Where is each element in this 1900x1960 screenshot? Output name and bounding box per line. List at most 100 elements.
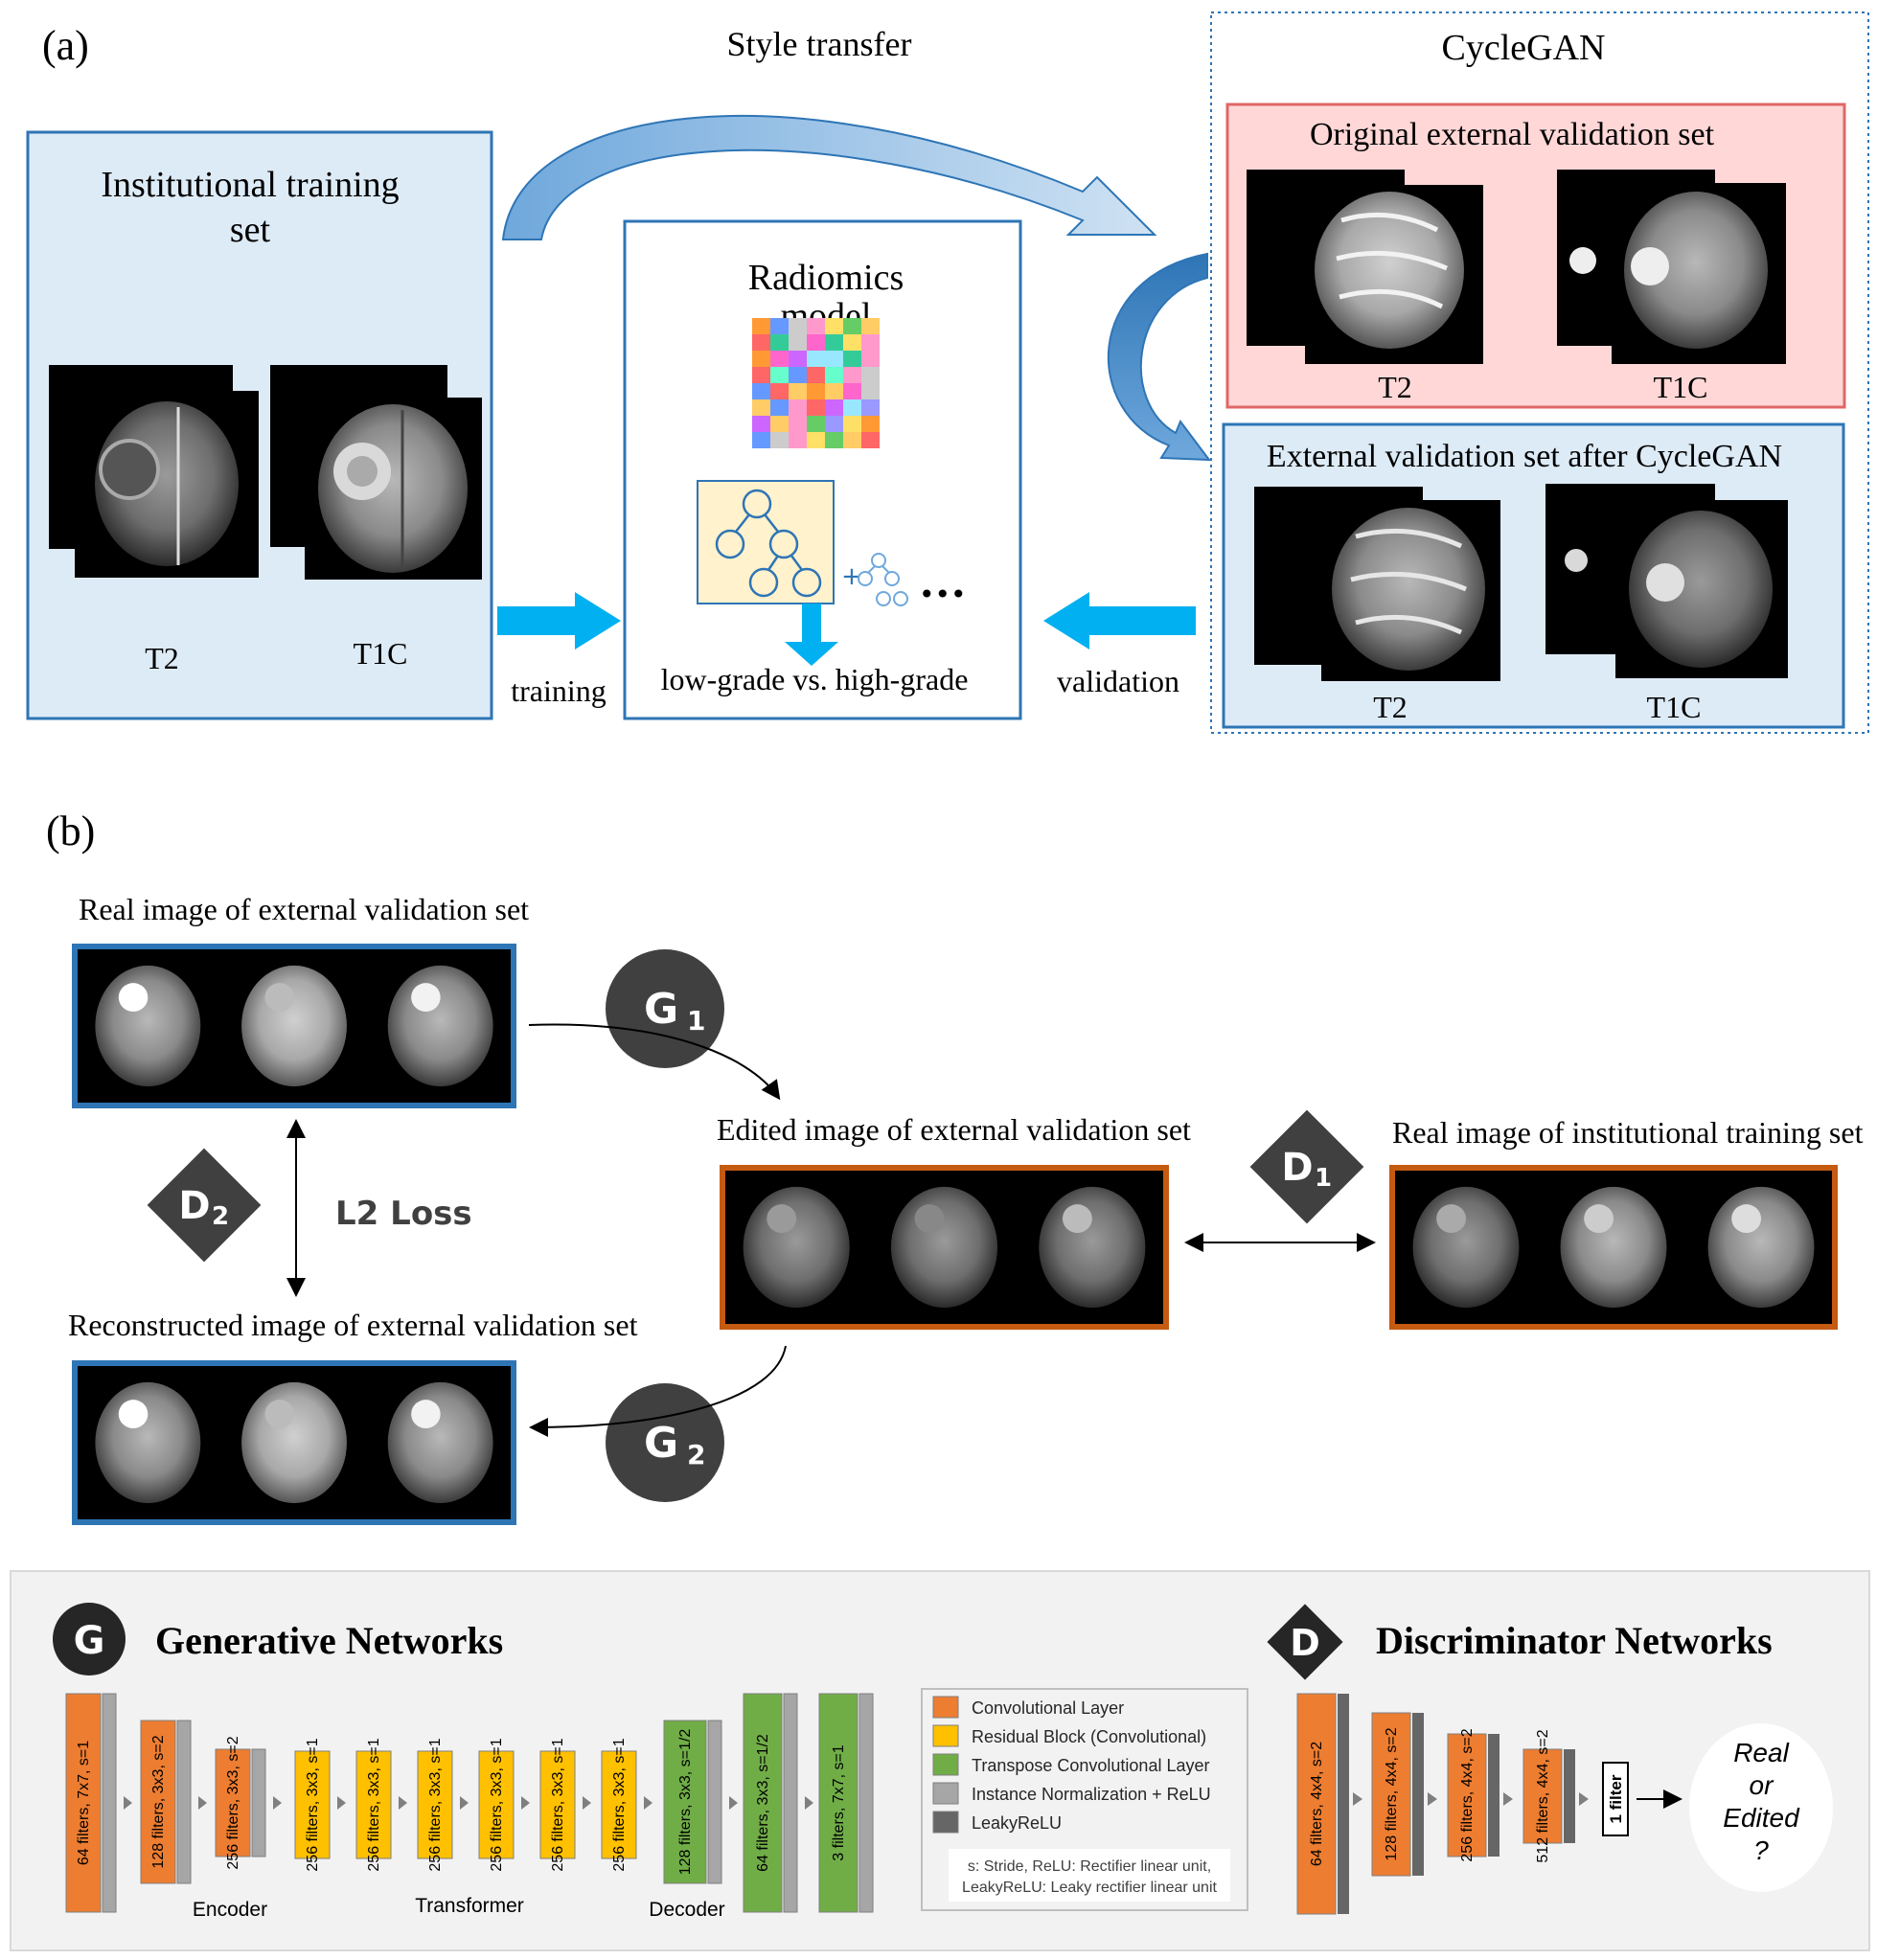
generator-layer-label: 128 filters, 3x3, s=2: [150, 1735, 167, 1868]
feature-cell: [861, 351, 880, 367]
generator-layer-tconv: [743, 1693, 783, 1913]
legend-swatch: [932, 1724, 959, 1747]
d1-letter: D: [1281, 1146, 1313, 1190]
generator-layer-label: 256 filters, 3x3, s=1: [489, 1738, 505, 1871]
feature-cell: [770, 383, 789, 399]
verdict-edited: Edited: [1723, 1803, 1800, 1833]
feature-cell: [861, 432, 880, 448]
norm-relu-bar: [251, 1748, 266, 1857]
legend-note-1: s: Stride, ReLU: Rectifier linear unit,: [968, 1858, 1211, 1875]
feature-matrix: [752, 318, 880, 448]
training-t2-label: T2: [145, 641, 179, 675]
panel-a-label: (a): [42, 22, 89, 69]
generator-layer-label: 64 filters, 7x7, s=1: [76, 1741, 92, 1865]
radiomics-model-title: Radiomics: [748, 258, 904, 298]
generator-layer-res: [601, 1750, 637, 1859]
brain-slice: [1412, 1186, 1520, 1309]
discriminator-layer: [1447, 1733, 1487, 1857]
generator-layer-label: 64 filters, 3x3, s=1/2: [755, 1734, 771, 1872]
after-t1c-mri: [1545, 484, 1788, 678]
decision-tree-icon: [715, 489, 822, 598]
feature-cell: [752, 399, 770, 416]
feature-cell: [843, 367, 861, 383]
style-transfer-arrow: [501, 115, 1157, 240]
feature-cell: [752, 318, 770, 334]
feature-cell: [861, 383, 880, 399]
generator-layer-label: 256 filters, 3x3, s=1: [366, 1738, 382, 1871]
generator-layer-res: [417, 1750, 453, 1859]
cyclegan-title: CycleGAN: [1442, 28, 1606, 68]
feature-cell: [752, 351, 770, 367]
after-cyclegan-title: External validation set after CycleGAN: [1267, 439, 1782, 474]
legend-label: LeakyReLU: [972, 1813, 1062, 1833]
discriminator-layer-label: 128 filters, 4x4, s=2: [1384, 1727, 1400, 1860]
feature-cell: [807, 367, 825, 383]
brain-slice: [890, 1186, 998, 1309]
lesion: [1062, 1204, 1092, 1234]
discriminator-networks-title: Discriminator Networks: [1376, 1619, 1773, 1662]
feature-cell: [843, 432, 861, 448]
original-t1c-mri: [1557, 170, 1786, 364]
plus-icon: +: [841, 562, 862, 591]
outcome-label: low-grade vs. high-grade: [661, 662, 969, 696]
feature-cell: [861, 399, 880, 416]
discriminator-d2-node: [147, 1148, 262, 1263]
after-t2-label: T2: [1373, 690, 1408, 724]
flow-arrow: [729, 1796, 738, 1810]
feature-cell: [807, 334, 825, 351]
feature-cell: [770, 351, 789, 367]
feature-cell: [843, 383, 861, 399]
generator-layer-stack: 64 filters, 7x7, s=1 128 filters, 3x3, s=…: [65, 1693, 874, 1913]
lesion: [411, 1400, 441, 1429]
flow-arrow: [337, 1796, 346, 1810]
norm-relu-bar: [176, 1720, 192, 1884]
feature-cell: [752, 367, 770, 383]
leaky-relu-bar: [1412, 1713, 1424, 1876]
validation-arrow: [1043, 592, 1196, 650]
feature-cell: [789, 383, 807, 399]
feature-cell: [789, 399, 807, 416]
edited-external-images: [720, 1165, 1169, 1330]
generator-layer-res: [355, 1750, 392, 1859]
generator-layer-res: [294, 1750, 331, 1859]
real-external-title: Real image of external validation set: [79, 892, 529, 926]
feature-cell: [843, 416, 861, 432]
lesion: [118, 1400, 149, 1429]
cyclegan-transform-arrow: [1107, 252, 1212, 462]
d1-subscript: 1: [1315, 1164, 1332, 1193]
legend-note-box: [949, 1849, 1230, 1902]
ellipsis: •••: [919, 579, 967, 610]
d2-subscript: 2: [212, 1202, 229, 1231]
flow-arrow: [644, 1796, 652, 1810]
decision-tree-card: [697, 480, 835, 604]
generator-layer-tconv: [663, 1720, 707, 1884]
lesion: [1584, 1204, 1614, 1234]
validation-label: validation: [1057, 664, 1179, 698]
transformer-label: Transformer: [415, 1895, 524, 1917]
feature-cell: [807, 351, 825, 367]
brain-slice: [95, 1381, 201, 1504]
feature-cell: [843, 399, 861, 416]
flow-arrow: [1503, 1792, 1513, 1806]
verdict-real: Real: [1733, 1738, 1789, 1767]
original-validation-title: Original external validation set: [1310, 117, 1715, 152]
feature-cell: [825, 416, 843, 432]
verdict-question: ?: [1753, 1835, 1769, 1865]
norm-relu-bar: [858, 1693, 874, 1913]
generator-layer-label: 256 filters, 3x3, s=2: [225, 1736, 241, 1869]
feature-cell: [843, 334, 861, 351]
flow-arrow: [198, 1796, 207, 1810]
g1-subscript: 1: [687, 1005, 705, 1037]
generator-layer-label: 128 filters, 3x3, s=1/2: [677, 1729, 694, 1876]
feature-cell: [825, 318, 843, 334]
brain-slice: [241, 1381, 347, 1504]
discriminator-layer: [1296, 1693, 1337, 1915]
feature-cell: [825, 383, 843, 399]
generator-layer-label: 256 filters, 3x3, s=1: [427, 1738, 444, 1871]
feature-cell: [770, 399, 789, 416]
training-t2-mri: [49, 365, 259, 578]
g2-letter: G: [644, 1419, 678, 1468]
legend-label: Instance Normalization + ReLU: [972, 1785, 1211, 1804]
feature-cell: [770, 318, 789, 334]
flow-arrow: [460, 1796, 469, 1810]
